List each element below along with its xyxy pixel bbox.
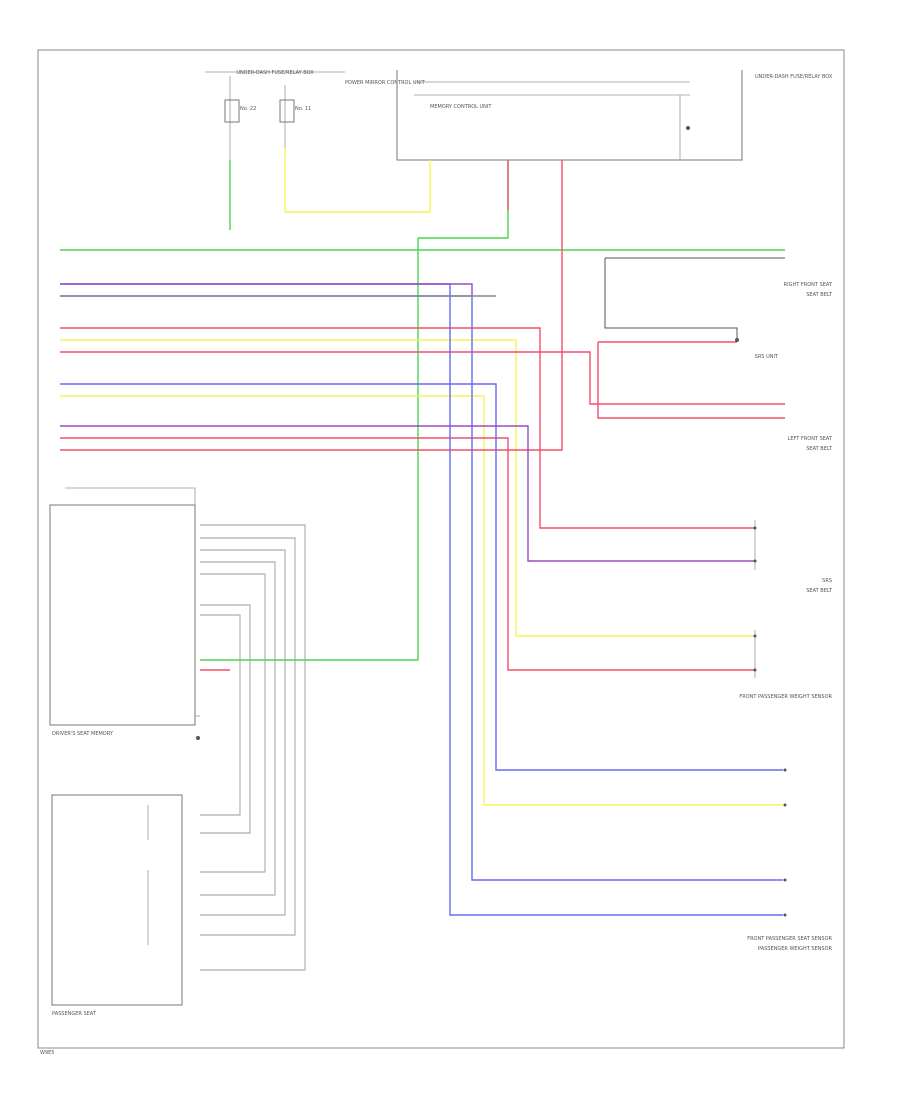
driver-memory-unit: DRIVER'S SEAT MEMORY — [49, 487, 200, 740]
wire-blue-1 — [60, 383, 783, 771]
wire-red-4 — [597, 342, 785, 419]
svg-text:PASSENGER WEIGHT SENSOR: PASSENGER WEIGHT SENSOR — [758, 946, 832, 952]
wire-purple-1 — [60, 283, 473, 296]
lower-harness — [200, 524, 306, 971]
svg-text:SEAT BELT: SEAT BELT — [806, 292, 833, 298]
right-front-seat: RIGHT FRONT SEAT SEAT BELT — [784, 282, 833, 298]
svg-text:MEMORY CONTROL UNIT: MEMORY CONTROL UNIT — [430, 104, 492, 110]
wire-gray-3 — [604, 258, 738, 338]
srs-unit-label: SRS UNIT — [735, 338, 779, 360]
svg-text:PASSENGER SEAT: PASSENGER SEAT — [52, 1011, 97, 1017]
top-fuse-area: UNDER-DASH FUSE/RELAY BOX No. 22 No. 11 … — [205, 70, 426, 230]
diagram-frame — [37, 49, 845, 1049]
svg-text:No. 11: No. 11 — [295, 106, 311, 112]
passenger-seat-unit: PASSENGER SEAT — [51, 794, 183, 1017]
svg-text:SRS UNIT: SRS UNIT — [755, 354, 779, 360]
wire-blue-3 — [60, 283, 783, 916]
svg-text:UNDER-DASH FUSE/RELAY BOX: UNDER-DASH FUSE/RELAY BOX — [755, 74, 833, 80]
wire-red-1 — [60, 160, 563, 451]
wire-red-3 — [60, 351, 785, 405]
svg-text:RIGHT FRONT SEAT: RIGHT FRONT SEAT — [784, 282, 833, 288]
wire-purple-2 — [60, 425, 755, 562]
wire-green-3 — [200, 238, 419, 661]
wire-yellow-1 — [284, 148, 431, 213]
frame-id-label: W9E5 — [40, 1050, 54, 1056]
svg-text:FRONT PASSENGER SEAT SENSOR: FRONT PASSENGER SEAT SENSOR — [747, 936, 832, 942]
svg-text:DRIVER'S SEAT MEMORY: DRIVER'S SEAT MEMORY — [52, 731, 114, 737]
svg-text:UNDER-DASH FUSE/RELAY BOX: UNDER-DASH FUSE/RELAY BOX — [236, 70, 314, 76]
svg-text:No. 22: No. 22 — [240, 106, 256, 112]
left-front-seat: LEFT FRONT SEAT SEAT BELT — [788, 436, 833, 452]
svg-text:LEFT FRONT SEAT: LEFT FRONT SEAT — [788, 436, 833, 442]
svg-text:FRONT PASSENGER WEIGHT SENSOR: FRONT PASSENGER WEIGHT SENSOR — [739, 694, 832, 700]
wire-red-2 — [60, 327, 755, 529]
front-pass-weight: FRONT PASSENGER WEIGHT SENSOR — [739, 630, 833, 700]
wire-green-2 — [418, 160, 509, 239]
svg-text:POWER MIRROR CONTROL UNIT: POWER MIRROR CONTROL UNIT — [345, 80, 426, 86]
wire-yellow-2 — [60, 395, 783, 806]
wire-yellow-3 — [60, 339, 755, 637]
svg-text:SRS: SRS — [822, 578, 832, 584]
srs-seat-belt: SRS SEAT BELT — [754, 520, 833, 594]
connector-marks — [753, 526, 787, 917]
front-pass-sensor: FRONT PASSENGER SEAT SENSOR PASSENGER WE… — [747, 936, 832, 952]
wires — [60, 148, 785, 916]
svg-text:SEAT BELT: SEAT BELT — [806, 588, 833, 594]
wire-red-6 — [60, 437, 755, 671]
memory-control-box: MEMORY CONTROL UNIT — [396, 70, 743, 161]
svg-text:SEAT BELT: SEAT BELT — [806, 446, 833, 452]
